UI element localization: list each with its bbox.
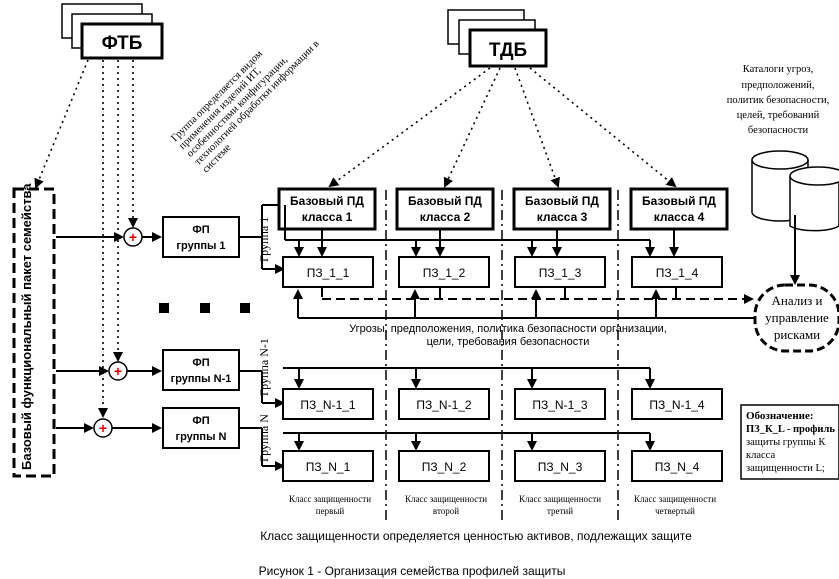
class-label: третий [547, 506, 573, 516]
fp-group-n-1: ФП группы N-1 [162, 349, 240, 391]
legend-line: защиты группы К [746, 437, 826, 448]
class-label: первый [316, 506, 345, 516]
ftb-block: ФТБ [61, 3, 164, 60]
pd-to-pz-arrows [284, 205, 679, 257]
group-n-1-flow: + [56, 361, 162, 381]
threats-note: Угрозы, предположения, политика безопасн… [349, 323, 667, 335]
svg-text:+: + [99, 420, 107, 436]
catalog-line: Каталоги угроз, [743, 64, 814, 75]
base-pd-label: Базовый ПД [525, 194, 599, 208]
pz-label: ПЗ_N-1_4 [649, 398, 705, 412]
fp-label: группы 1 [176, 240, 225, 252]
pz-label: ПЗ_1_2 [423, 266, 466, 280]
catalog-line: политик безопасности, [727, 95, 829, 106]
pz-label: ПЗ_N-1_2 [416, 398, 472, 412]
pz-row-1: ПЗ_1_1 ПЗ_1_2 ПЗ_1_3 ПЗ_1_4 [282, 256, 723, 288]
catalog-line: целей, требований [737, 110, 820, 121]
figure-caption: Рисунок 1 - Организация семейства профил… [259, 564, 566, 578]
base-pd-label: Базовый ПД [642, 194, 716, 208]
ellipsis-squares [159, 303, 250, 313]
fp-label: ФП [192, 357, 209, 369]
base-pd-3: Базовый ПД класса 3 [512, 187, 612, 231]
svg-text:+: + [114, 363, 122, 379]
group-label: Группа N [257, 414, 271, 462]
legend: Обозначение: ПЗ_К_L - профиль защиты гру… [740, 404, 839, 480]
base-pd-label: класса 1 [302, 210, 353, 224]
pz-label: ПЗ_N_4 [655, 460, 700, 474]
base-pd-2: Базовый ПД класса 2 [395, 187, 495, 231]
risk-label: Анализ и [771, 293, 822, 308]
group-label: Группа N-1 [257, 338, 271, 396]
class-label: второй [433, 506, 459, 516]
base-package-box: Базовый функциональный пакет семейства [12, 183, 56, 478]
risk-label: управление [765, 310, 829, 325]
pz-label: ПЗ_1_1 [307, 266, 350, 280]
svg-text:+: + [129, 229, 137, 245]
legend-line: защищенности L; [746, 463, 825, 474]
base-package-label: Базовый функциональный пакет семейства [19, 183, 34, 470]
threats-note: цели, требования безопасности [427, 336, 590, 348]
class-label: Класс защищенности [634, 494, 716, 504]
catalog-note: Каталоги угроз, предположений, политик б… [727, 64, 829, 136]
pz-label: ПЗ_1_4 [656, 266, 699, 280]
bottom-note: Класс защищенности определяется ценность… [260, 529, 692, 543]
legend-line: ПЗ_К_L - профиль [746, 424, 835, 435]
class-separators [385, 190, 619, 520]
tdb-block: ТДБ [447, 9, 548, 68]
catalog-line: безопасности [748, 125, 809, 136]
pz-label: ПЗ_1_3 [539, 266, 582, 280]
fp-label: ФП [192, 415, 209, 427]
base-pd-1: Базовый ПД класса 1 [277, 187, 377, 231]
database-icon [751, 150, 839, 232]
row-n-1-arrows [283, 367, 655, 389]
row-n-arrows [283, 432, 655, 451]
legend-line: класса [746, 450, 775, 461]
group-definition-note: Группа определяется видом применения изд… [169, 38, 321, 175]
risk-label: рисками [774, 327, 820, 342]
catalog-line: предположений, [742, 80, 815, 91]
risk-feedback [293, 215, 800, 319]
pz-row-n-1: ПЗ_N-1_1 ПЗ_N-1_2 ПЗ_N-1_3 ПЗ_N-1_4 [282, 388, 723, 420]
fp-label: группы N-1 [171, 373, 232, 385]
class-label: Класс защищенности [289, 494, 371, 504]
fp-label: группы N [176, 431, 227, 443]
base-pd-label: Базовый ПД [290, 194, 364, 208]
ftb-connectors [34, 59, 138, 418]
pz-label: ПЗ_N_2 [422, 460, 467, 474]
pz-label: ПЗ_N-1_3 [532, 398, 588, 412]
class-labels: Класс защищенности первый Класс защищенн… [289, 494, 716, 516]
group-label: Группа 1 [257, 217, 271, 262]
base-pd-label: класса 4 [654, 210, 705, 224]
fp-group-n: ФП группы N [162, 407, 240, 449]
tdb-label: ТДБ [489, 40, 527, 61]
ftb-label: ФТБ [102, 33, 143, 54]
base-pd-label: Базовый ПД [408, 194, 482, 208]
legend-title: Обозначение: [746, 410, 814, 422]
risk-management: Анализ и управление рисками [753, 283, 839, 353]
group-n-flow: + [56, 418, 162, 438]
pz-label: ПЗ_N-1_1 [300, 398, 356, 412]
tdb-connectors [328, 67, 677, 188]
class-label: Класс защищенности [405, 494, 487, 504]
group-1-flow: + [56, 227, 162, 247]
pz-label: ПЗ_N_1 [306, 460, 351, 474]
fp-label: ФП [192, 224, 209, 236]
base-pd-4: Базовый ПД класса 4 [629, 187, 729, 231]
class-label: Класс защищенности [519, 494, 601, 504]
pz-row-n: ПЗ_N_1 ПЗ_N_2 ПЗ_N_3 ПЗ_N_4 [282, 450, 723, 482]
base-pd-label: класса 3 [537, 210, 588, 224]
class-label: четвертый [655, 506, 695, 516]
group-brackets [239, 204, 285, 471]
fp-group-1: ФП группы 1 [162, 216, 240, 258]
pz-label: ПЗ_N_3 [538, 460, 583, 474]
base-pd-label: класса 2 [420, 210, 471, 224]
